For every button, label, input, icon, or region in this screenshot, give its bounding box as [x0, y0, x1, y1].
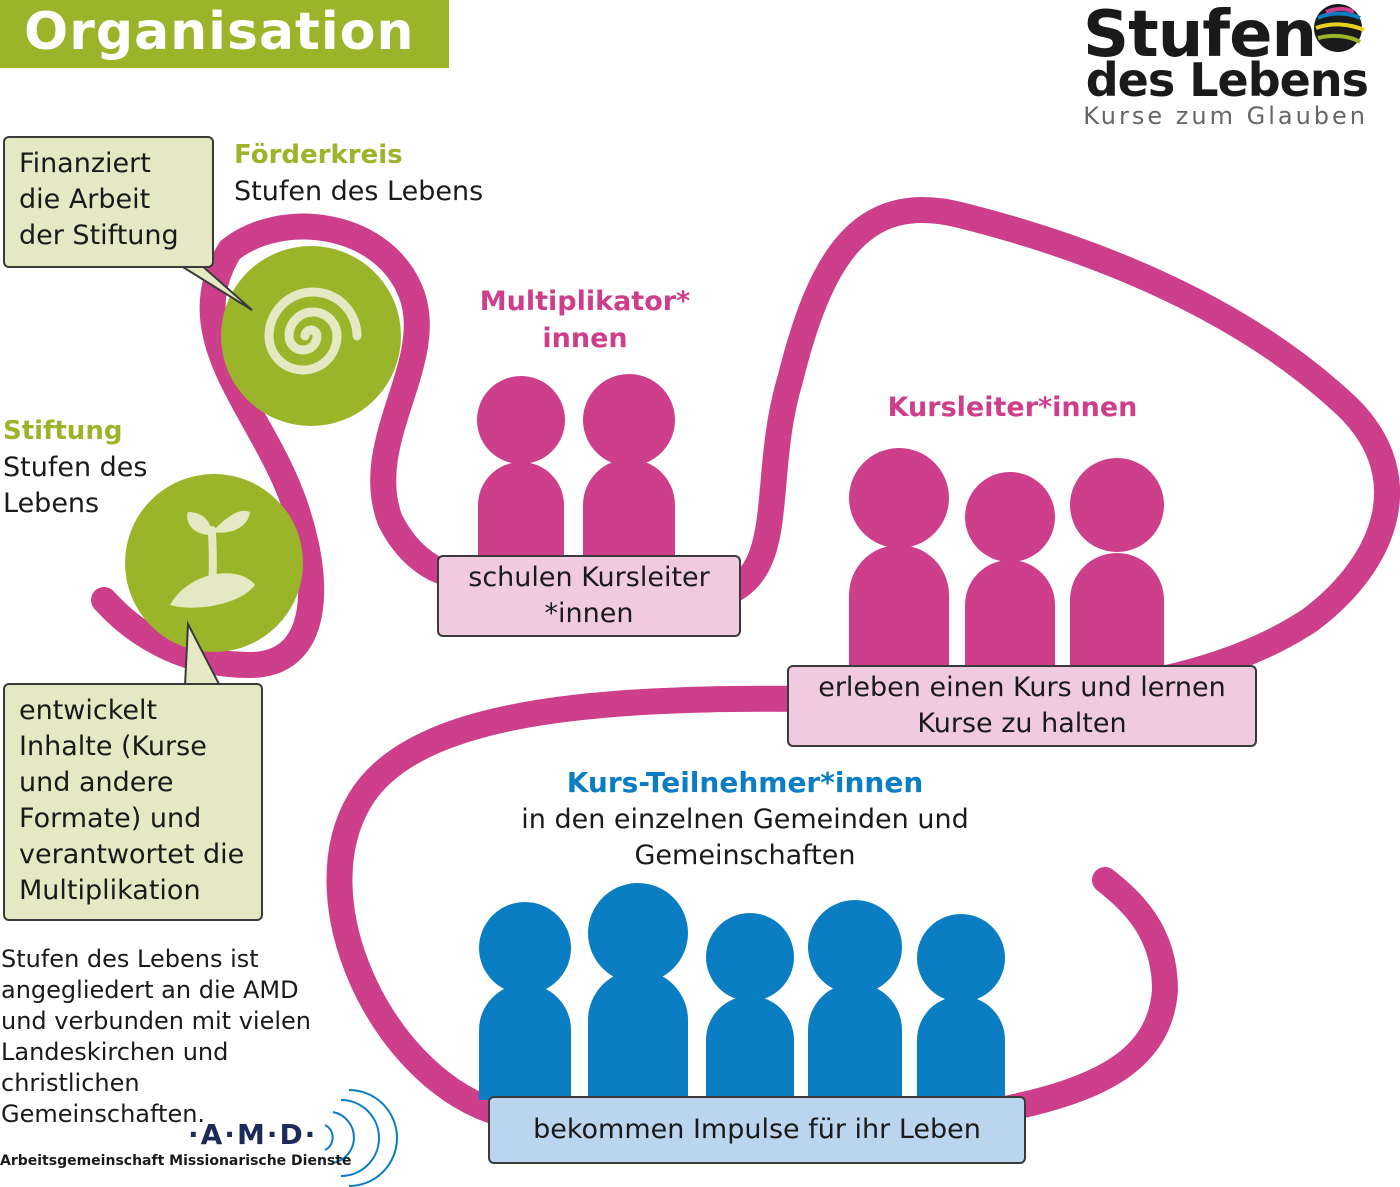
amd-full-name: Arbeitsgemeinschaft Missionarische Diens… — [0, 1153, 352, 1169]
kursleiter-figures — [849, 448, 1164, 670]
amd-waves-icon — [324, 1089, 398, 1187]
multiplikatoren-heading-line2: innen — [542, 323, 628, 354]
logo-line1: Stufen — [1083, 0, 1317, 72]
kursleiter-heading: Kursleiter*innen — [887, 392, 1138, 423]
foerderkreis-heading: Förderkreis — [234, 140, 403, 170]
footer-note: Stufen des Lebens ist angegliedert an di… — [1, 945, 311, 1128]
page-title: Organisation — [24, 2, 415, 62]
teilnehmer-box: bekommen Impulse für ihr Leben — [488, 1096, 1026, 1164]
logo-tagline: Kurse zum Glauben — [1083, 102, 1368, 130]
multiplikatoren-heading: Multiplikator* innen — [440, 286, 730, 354]
stiftung-subtitle: Stufen des Lebens — [3, 452, 148, 519]
teilnehmer-figures — [479, 883, 1005, 1100]
stiftung-heading: Stiftung — [3, 416, 123, 446]
title-bar — [0, 0, 449, 68]
foerderkreis-spiral-icon — [221, 246, 401, 426]
amd-logo: ·A·M·D· — [188, 1118, 318, 1151]
kursleiter-box: erleben einen Kurs und lernen Kurse zu h… — [787, 665, 1257, 747]
multiplikatoren-figures — [477, 374, 675, 560]
stiftung-bubble: entwickelt Inhalte (Kurse und andere For… — [3, 683, 263, 921]
logo-ball-icon — [1314, 4, 1365, 52]
foerderkreis-bubble: Finanziert die Arbeit der Stiftung — [3, 136, 214, 268]
multiplikatoren-heading-line1: Multiplikator* — [479, 286, 691, 317]
foerderkreis-subtitle: Stufen des Lebens — [234, 176, 484, 207]
teilnehmer-heading: Kurs-Teilnehmer*innen — [566, 766, 924, 799]
stiftung-seedling-icon — [125, 474, 303, 652]
connecting-path — [91, 197, 1400, 1123]
logo-line2: des Lebens — [1085, 53, 1369, 107]
teilnehmer-subtitle: in den einzelnen Gemeinden und Gemeinsch… — [521, 804, 969, 871]
multiplikatoren-box: schulen Kursleiter *innen — [437, 555, 741, 637]
